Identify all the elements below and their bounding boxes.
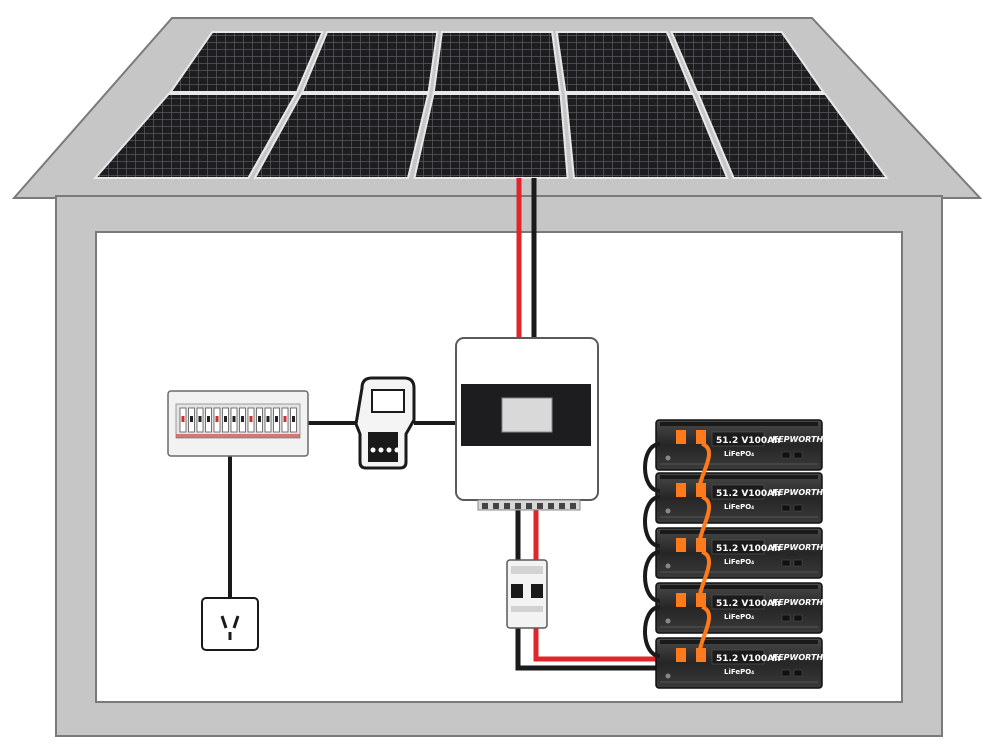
inverter-port bbox=[548, 503, 554, 509]
battery-link-cable-negative bbox=[643, 550, 661, 603]
solar-panel bbox=[696, 93, 889, 179]
solar-panel bbox=[564, 93, 729, 179]
solar-panel bbox=[432, 31, 562, 93]
battery-link-cable-positive bbox=[698, 550, 711, 603]
solar-panel bbox=[253, 93, 430, 179]
solar-panel-array-icon bbox=[92, 31, 889, 179]
solar-panel bbox=[669, 31, 826, 93]
inverter-port bbox=[559, 503, 565, 509]
battery-brand-label: KEPWORTH bbox=[772, 598, 823, 607]
battery-link-cable-negative bbox=[643, 442, 661, 493]
hybrid-inverter bbox=[455, 337, 599, 511]
solar-panel bbox=[413, 93, 569, 179]
dc-breaker bbox=[506, 559, 548, 629]
wire-breaker-battery-neg bbox=[515, 626, 662, 671]
battery-brand-label: KEPWORTH bbox=[772, 653, 823, 662]
battery-link-cable-positive bbox=[698, 605, 711, 658]
battery-spec-label: 51.2 V100Ah bbox=[716, 544, 780, 554]
wall-socket-icon bbox=[201, 597, 259, 651]
inverter-display bbox=[501, 397, 553, 433]
battery-brand-label: KEPWORTH bbox=[772, 435, 823, 444]
battery-chemistry-label: LiFePO₄ bbox=[724, 558, 754, 566]
distribution-board bbox=[167, 390, 309, 457]
battery-spec-label: 51.2 V100Ah bbox=[716, 489, 780, 499]
battery-link-cable-positive bbox=[698, 442, 711, 493]
inverter-port bbox=[493, 503, 499, 509]
inverter-port bbox=[482, 503, 488, 509]
battery-brand-label: KEPWORTH bbox=[772, 488, 823, 497]
solar-panel bbox=[555, 31, 694, 93]
battery-link-cable-positive bbox=[698, 495, 711, 548]
solar-panel bbox=[168, 31, 325, 93]
solar-panel bbox=[300, 31, 439, 93]
energy-meter bbox=[354, 376, 416, 470]
battery-link-cable-negative bbox=[643, 495, 661, 548]
inverter-port bbox=[570, 503, 576, 509]
battery-chemistry-label: LiFePO₄ bbox=[724, 668, 754, 676]
inverter-port bbox=[537, 503, 543, 509]
inverter-port bbox=[504, 503, 510, 509]
meter-display bbox=[371, 389, 405, 413]
battery-chemistry-label: LiFePO₄ bbox=[724, 450, 754, 458]
battery-link-cable-negative bbox=[643, 605, 661, 658]
battery-spec-label: 51.2 V100Ah bbox=[716, 599, 780, 609]
solar-panel bbox=[92, 93, 298, 179]
wire-breaker-battery-pos bbox=[533, 626, 662, 662]
battery-spec-label: 51.2 V100Ah bbox=[716, 654, 780, 664]
inverter-port bbox=[526, 503, 532, 509]
battery-spec-label: 51.2 V100Ah bbox=[716, 436, 780, 446]
battery-brand-label: KEPWORTH bbox=[772, 543, 823, 552]
inverter-port bbox=[515, 503, 521, 509]
battery-chemistry-label: LiFePO₄ bbox=[724, 503, 754, 511]
wiring bbox=[228, 178, 662, 671]
battery-chemistry-label: LiFePO₄ bbox=[724, 613, 754, 621]
